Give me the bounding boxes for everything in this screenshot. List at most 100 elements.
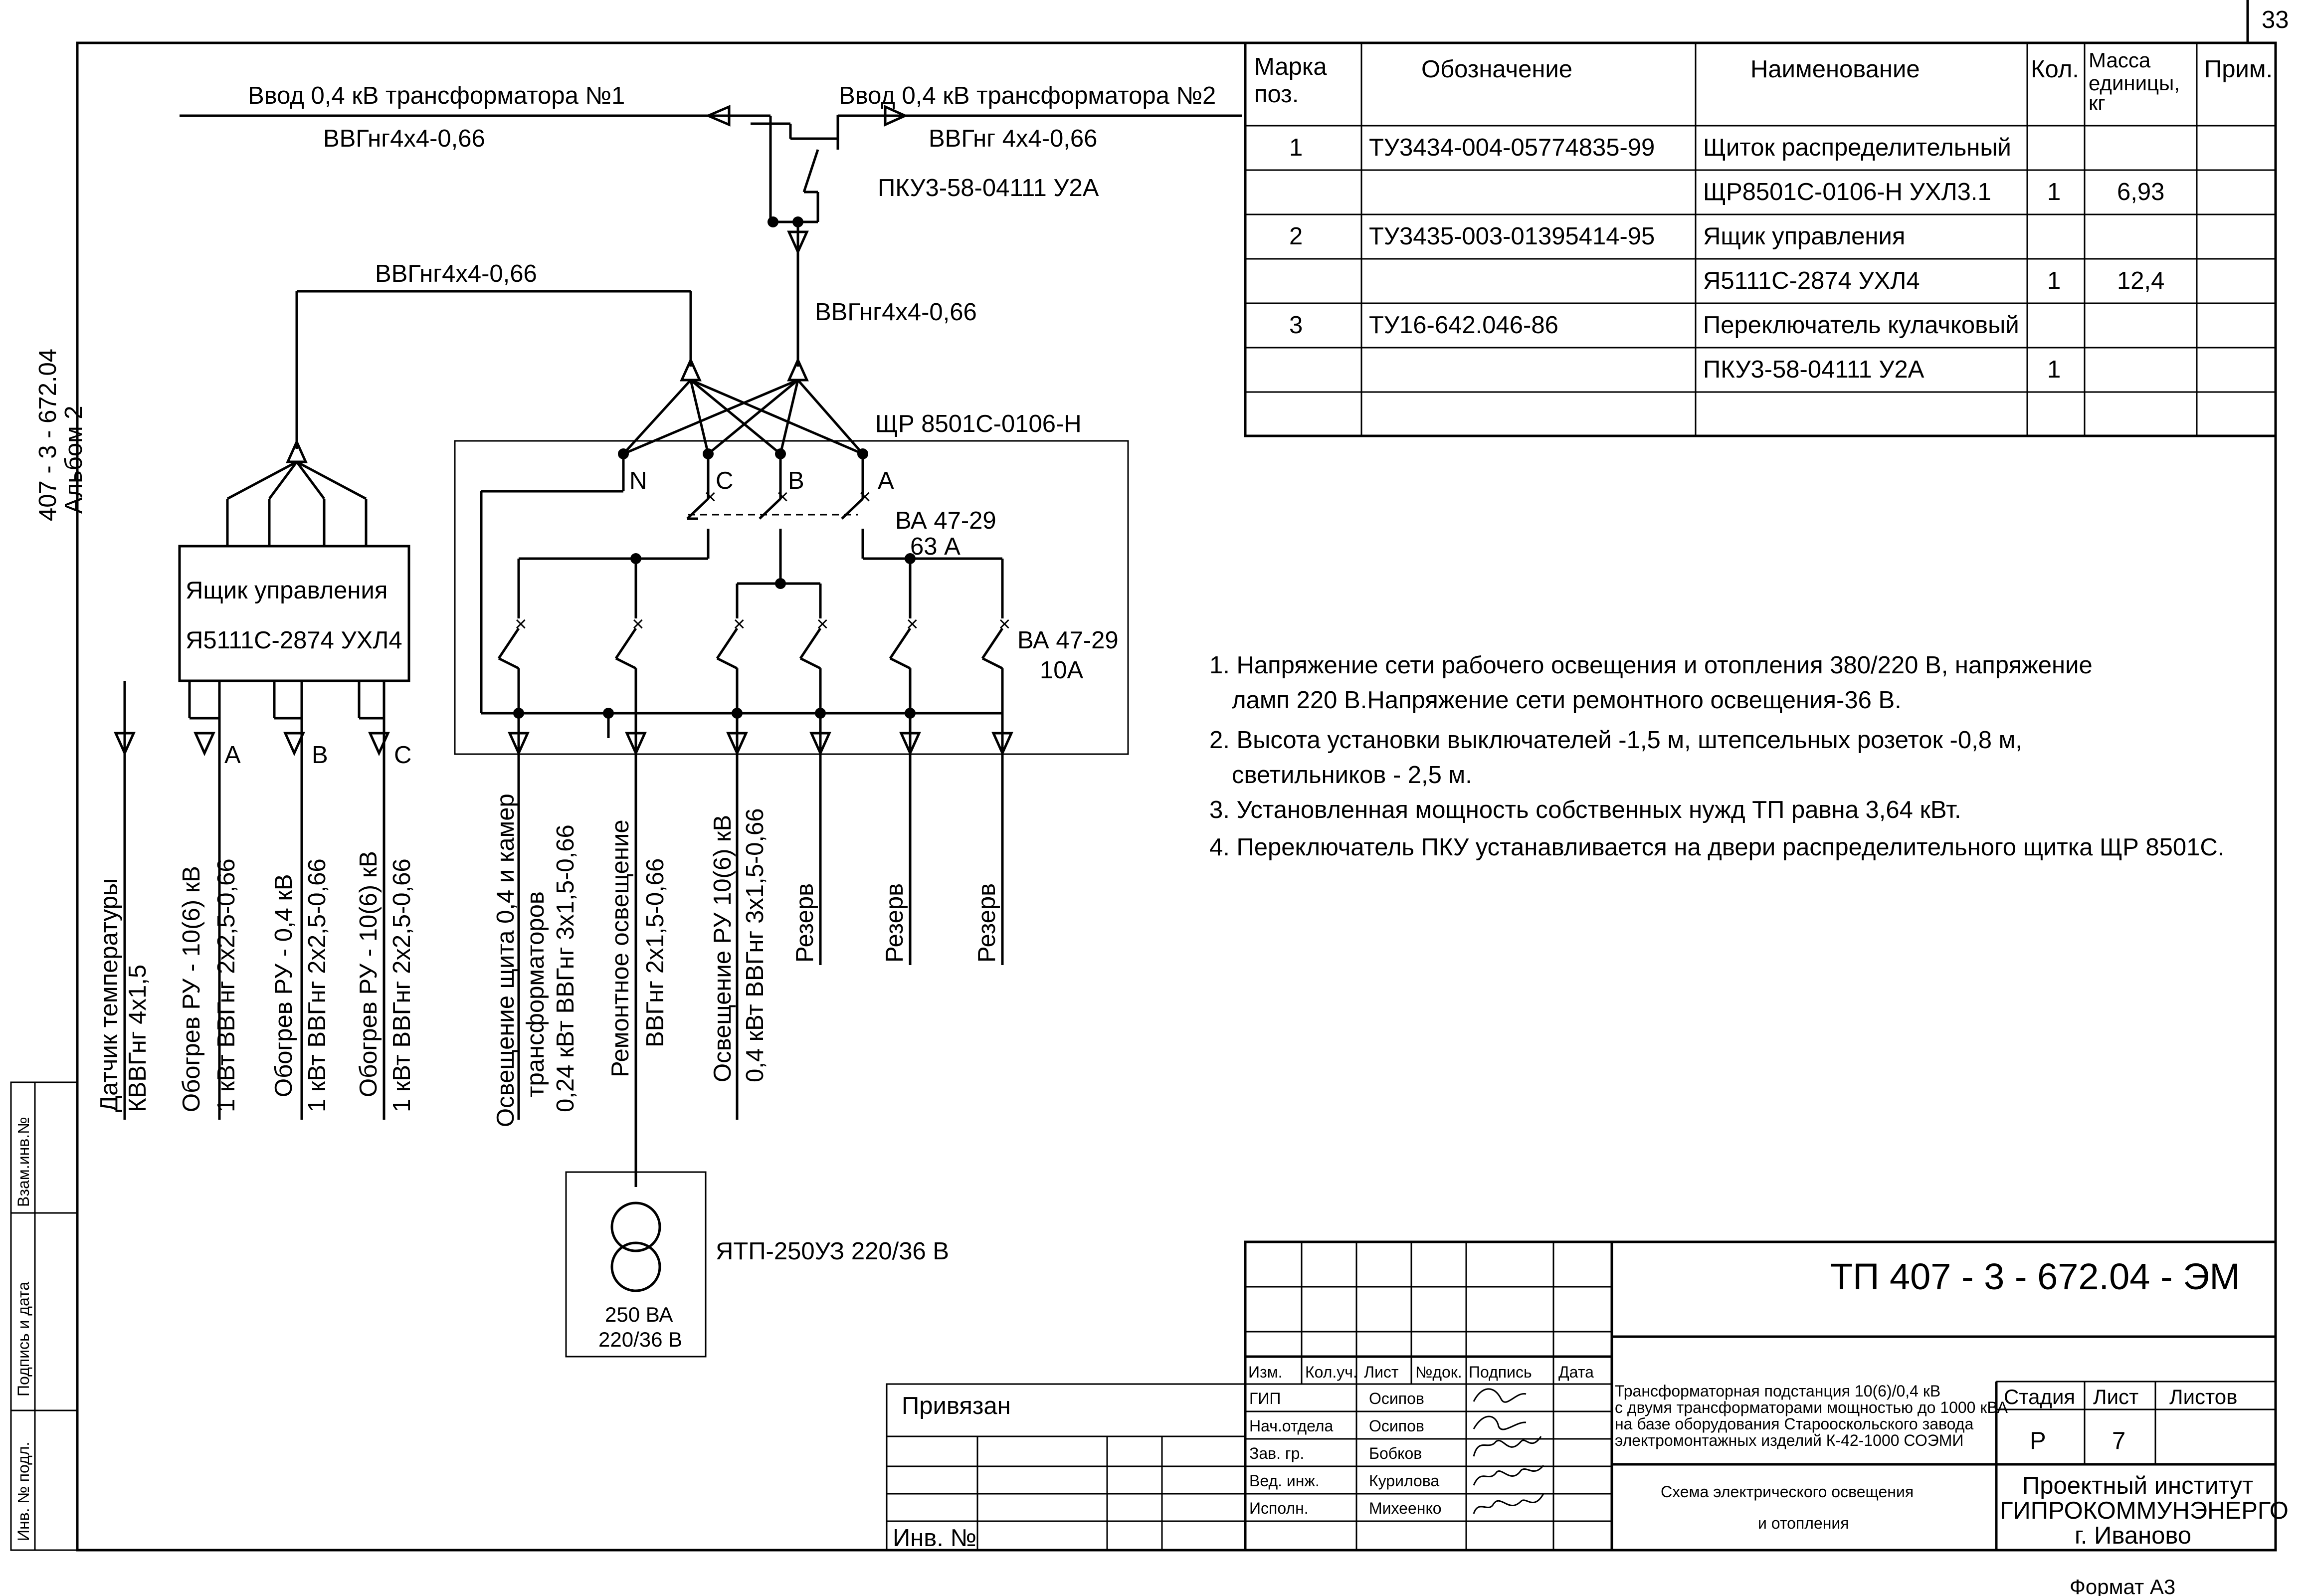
tb-inv: Инв. № [893, 1525, 976, 1552]
note-2a: 2. Высота установки выключателей -1,5 м,… [1209, 727, 2022, 754]
cable-fan [622, 379, 864, 455]
cable-main: ВВГнг4х4-0,66 [815, 299, 977, 326]
feeder-7-l1: Освещение РУ 10(6) кВ [709, 815, 736, 1082]
breaker-main-1: ВА 47-29 [895, 507, 996, 534]
tb-doc-code: ТП 407 - 3 - 672.04 - ЭМ [1830, 1256, 2240, 1297]
tb-institute-3: г. Иваново [2075, 1522, 2191, 1549]
tb-head-izm: Изм. [1248, 1363, 1283, 1381]
tb-sheets-head: Листов [2169, 1385, 2237, 1408]
input-1-label: Ввод 0,4 кВ трансформатора №1 [248, 82, 625, 109]
tb-head-doc: №док. [1415, 1363, 1462, 1381]
tb-head-date: Дата [1558, 1363, 1594, 1381]
side-stamp: Инв. № подл. Подпись и дата Взам.инв.№ [10, 1081, 78, 1551]
spec-cell: ПКУ3-58-04111 У2А [1703, 356, 1924, 383]
spec-cell: 1 [2047, 356, 2061, 383]
tb-role-2: Нач.отдела [1249, 1417, 1334, 1435]
feeder-2-l2: 1 кВт ВВГнг 2х2,5-0,66 [213, 858, 240, 1112]
spec-head-name: Наименование [1750, 56, 1920, 83]
input-2-label: Ввод 0,4 кВ трансформатора №2 [839, 82, 1216, 109]
margin-album: Альбом 2 [60, 405, 87, 514]
transformer-rating-1: 250 ВА [605, 1303, 673, 1326]
box-phase-b: B [312, 742, 328, 769]
box-phase-a: A [224, 742, 241, 769]
tb-name-1: Осипов [1369, 1390, 1424, 1407]
signatures [1473, 1388, 1544, 1514]
cable-box: ВВГнг4х4-0,66 [375, 260, 537, 287]
spec-cell: 6,93 [2117, 179, 2164, 205]
spec-cell: ТУ16-642.046-86 [1369, 312, 1558, 339]
note-2b: светильников - 2,5 м. [1232, 762, 1472, 789]
tb-stage-head: Стадия [2004, 1385, 2075, 1408]
box-phase-c: C [394, 742, 411, 769]
breaker-main-2: 63 А [910, 533, 961, 560]
tb-role-5: Исполн. [1249, 1499, 1309, 1517]
cable-in-2: ВВГнг 4х4-0,66 [929, 125, 1097, 152]
spec-cell: 12,4 [2117, 267, 2164, 294]
phase-c: C [716, 467, 733, 494]
spec-head-qty: Кол. [2031, 56, 2079, 83]
phase-a: A [878, 467, 894, 494]
tb-role-1: ГИП [1249, 1390, 1281, 1407]
tb-sheet-title-2: и отопления [1758, 1514, 1849, 1532]
title-block: Изм. Кол.уч. Лист №док. Подпись Дата ГИП… [886, 1240, 2289, 1552]
spec-cell: 2 [1289, 223, 1303, 250]
left-margin-code: 407 - 3 - 672.04 Альбом 2 [34, 349, 87, 521]
feeder-7-l2: 0,4 кВт ВВГнг 3х1,5-0,66 [742, 808, 769, 1082]
tb-name-5: Михеенко [1369, 1499, 1442, 1517]
panel-label: ЩР 8501С-0106-Н [875, 410, 1082, 437]
note-1a: 1. Напряжение сети рабочего освещения и … [1209, 652, 2093, 679]
feeder-5-l1: Освещение щита 0,4 и камер [492, 794, 519, 1127]
format-label: Формат А3 [2070, 1575, 2175, 1596]
feeder-6-l2: ВВГнг 2х1,5-0,66 [642, 858, 669, 1047]
page-number: 33 [2262, 6, 2289, 33]
tb-role-4: Вед. инж. [1249, 1472, 1320, 1490]
tb-name-3: Бобков [1369, 1444, 1422, 1462]
cable-in-1: ВВГнг4х4-0,66 [323, 125, 485, 152]
control-box: Ящик управления Я5111С-2874 УХЛ4 A B C [114, 545, 411, 1120]
note-4: 4. Переключатель ПКУ устанавливается на … [1209, 834, 2224, 861]
feeder-1-l2: КВВГнг 4х1,5 [124, 965, 151, 1112]
feeder-5-l3: 0,24 кВт ВВГнг 3х1,5-0,66 [552, 824, 579, 1112]
stamp-vzam: Взам.инв.№ [14, 1117, 32, 1207]
svg-text:×: × [776, 485, 789, 508]
spec-cell: ТУ3435-003-01395414-95 [1369, 223, 1655, 250]
tb-sheet-no: 7 [2112, 1427, 2125, 1454]
svg-text:×: × [704, 485, 717, 508]
feeder-4-l1: Обогрев РУ - 10(6) кВ [355, 851, 382, 1097]
feeder-1-l1: Датчик температуры [96, 878, 123, 1112]
tb-project-2: с двумя трансформаторами мощностью до 10… [1615, 1398, 2008, 1416]
control-box-title: Ящик управления [186, 577, 387, 604]
tb-name-2: Осипов [1369, 1417, 1424, 1435]
tb-head-sign: Подпись [1469, 1363, 1532, 1381]
spec-cell: Переключатель кулачковый [1703, 312, 2019, 339]
spec-cell: Ящик управления [1703, 223, 1905, 250]
tb-project-1: Трансформаторная подстанция 10(6)/0,4 кВ [1615, 1382, 1940, 1400]
spec-cell: ЩР8501С-0106-Н УХЛ3.1 [1703, 179, 1991, 205]
outgoing-feeders [508, 713, 1013, 1187]
feeder-6-l1: Ремонтное освещение [607, 819, 634, 1077]
tb-stage: Р [2030, 1427, 2046, 1454]
tb-sheet-title-1: Схема электрического освещения [1661, 1483, 1914, 1501]
tb-linked: Привязан [902, 1393, 1011, 1419]
phase-b: B [788, 467, 804, 494]
tb-role-3: Зав. гр. [1249, 1444, 1304, 1462]
breaker-branch-1: ВА 47-29 [1017, 627, 1119, 654]
feeder-2-l1: Обогрев РУ - 10(6) кВ [178, 866, 205, 1112]
tb-head-list: Лист [1364, 1363, 1399, 1381]
spec-cell: 1 [2047, 179, 2061, 205]
tb-name-4: Курилова [1369, 1472, 1439, 1490]
feeder-8-l1: Резерв [791, 883, 818, 963]
feeder-5-l2: трансформаторов [522, 891, 549, 1097]
transformer-rating-2: 220/36 В [598, 1328, 682, 1351]
spec-cell: Я5111С-2874 УХЛ4 [1703, 267, 1920, 294]
svg-text:×: × [859, 485, 871, 508]
margin-code: 407 - 3 - 672.04 [34, 349, 61, 521]
spec-cell: 3 [1289, 312, 1303, 339]
feeder-9-l1: Резерв [881, 883, 908, 963]
feeder-3-l1: Обогрев РУ - 0,4 кВ [270, 874, 297, 1097]
tb-sheet-head: Лист [2093, 1385, 2138, 1408]
